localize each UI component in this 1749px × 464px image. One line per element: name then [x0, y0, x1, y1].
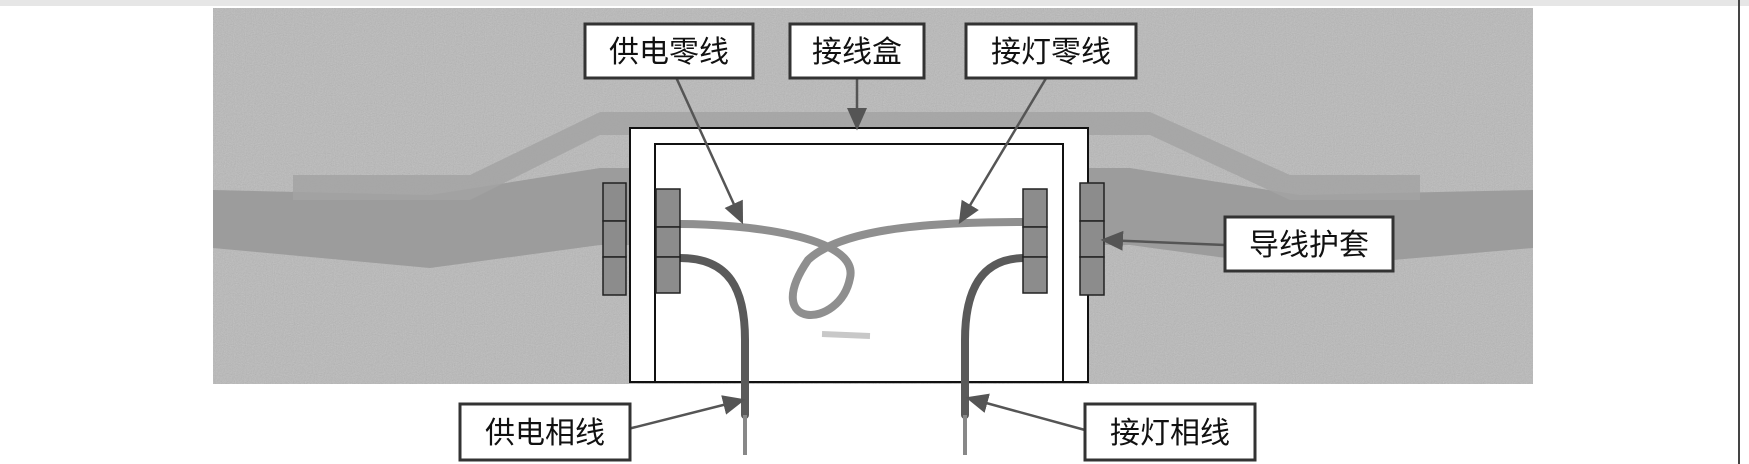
- gland-right-inner-b: [1022, 226, 1048, 258]
- supply-phase-wire: [676, 254, 749, 419]
- label-lamp-neutral-text: 接灯零线: [991, 35, 1111, 70]
- gland-left-inner-b: [655, 226, 681, 258]
- gland-left-inner-c: [655, 256, 681, 294]
- gland-right-outer-c: [1079, 256, 1105, 296]
- label-wire-sheath-text: 导线护套: [1249, 228, 1369, 263]
- gland-left-outer-a: [602, 182, 627, 222]
- lamp-phase-wire: [961, 254, 1029, 419]
- arrow-lamp-neutral: [958, 74, 1050, 225]
- junction-box-outer: [629, 127, 1089, 383]
- gland-left-outer-c: [602, 256, 627, 296]
- label-supply-neutral-text: 供电零线: [609, 35, 729, 70]
- gland-left-outer-b: [602, 220, 627, 258]
- gland-right-outer-b: [1079, 220, 1105, 258]
- neutral-wire-splice: [821, 331, 871, 339]
- arrow-lamp-phase: [965, 393, 1086, 432]
- label-lamp-phase: 接灯相线: [1083, 402, 1257, 462]
- supply-neutral-wire: [676, 218, 1029, 319]
- label-junction-box: 接线盒: [788, 22, 926, 80]
- gland-right-outer-a: [1079, 182, 1105, 222]
- arrow-supply-neutral: [673, 74, 744, 225]
- gland-left-inner-a: [655, 188, 681, 228]
- label-lamp-phase-text: 接灯相线: [1110, 416, 1230, 451]
- label-supply-phase-text: 供电相线: [485, 416, 605, 451]
- junction-box-inner: [654, 143, 1064, 383]
- gland-right-inner-c: [1022, 256, 1048, 294]
- label-lamp-neutral: 接灯零线: [964, 22, 1138, 80]
- arrow-wire-sheath: [1100, 230, 1226, 251]
- label-supply-phase: 供电相线: [458, 402, 632, 462]
- label-junction-box-text: 接线盒: [812, 35, 902, 70]
- arrow-supply-phase: [623, 395, 746, 432]
- gland-right-inner-a: [1022, 188, 1048, 228]
- label-supply-neutral: 供电零线: [583, 22, 755, 80]
- label-wire-sheath: 导线护套: [1223, 215, 1395, 273]
- sheath-channel-upper: [293, 112, 1420, 200]
- top-strip: [0, 0, 1749, 6]
